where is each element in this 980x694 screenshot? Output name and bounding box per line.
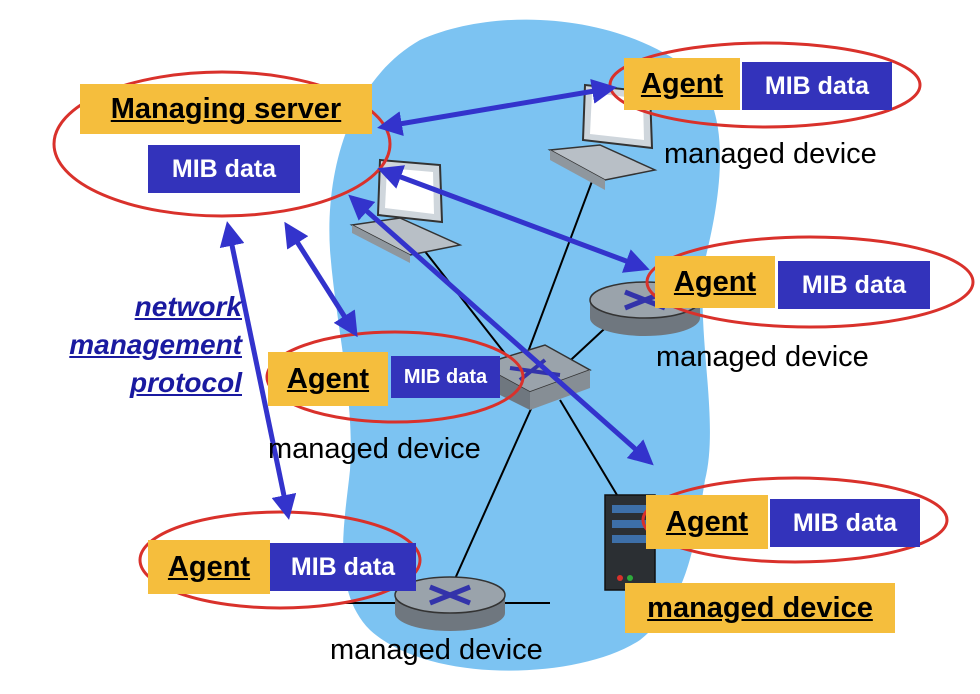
managed-device-label: managed device <box>625 583 895 633</box>
agent-label: Agent <box>268 352 388 406</box>
network-management-protocol-label: network management protocol <box>30 288 242 402</box>
managing-server-label: Managing server <box>80 84 372 134</box>
protocol-arrow <box>219 221 297 520</box>
mib-data-box: MIB data <box>770 499 920 547</box>
protocol-arrow <box>377 79 617 136</box>
agent-label: Agent <box>655 256 775 308</box>
router-icon <box>394 576 506 631</box>
managing-server-mib: MIB data <box>148 145 300 193</box>
managed-device-label: managed device <box>664 138 877 170</box>
managing-server-ellipse <box>52 70 392 218</box>
mib-data-box: MIB data <box>391 356 500 398</box>
managed-device-label: managed device <box>330 634 543 666</box>
agent-label: Agent <box>624 58 740 110</box>
mib-data-box: MIB data <box>778 261 930 309</box>
protocol-arrow <box>348 194 654 466</box>
mib-data-box: MIB data <box>742 62 892 110</box>
agent-label: Agent <box>148 540 270 594</box>
agent-label: Agent <box>646 495 768 549</box>
protocol-arrow <box>284 221 358 338</box>
agent-ellipse <box>641 476 949 564</box>
mib-data-box: MIB data <box>270 543 416 591</box>
managed-device-label: managed device <box>656 341 869 373</box>
protocol-line-3: protocol <box>130 367 242 398</box>
managed-device-label: managed device <box>268 433 481 465</box>
protocol-line-2: management <box>69 329 242 360</box>
protocol-line-1: network <box>134 291 242 322</box>
